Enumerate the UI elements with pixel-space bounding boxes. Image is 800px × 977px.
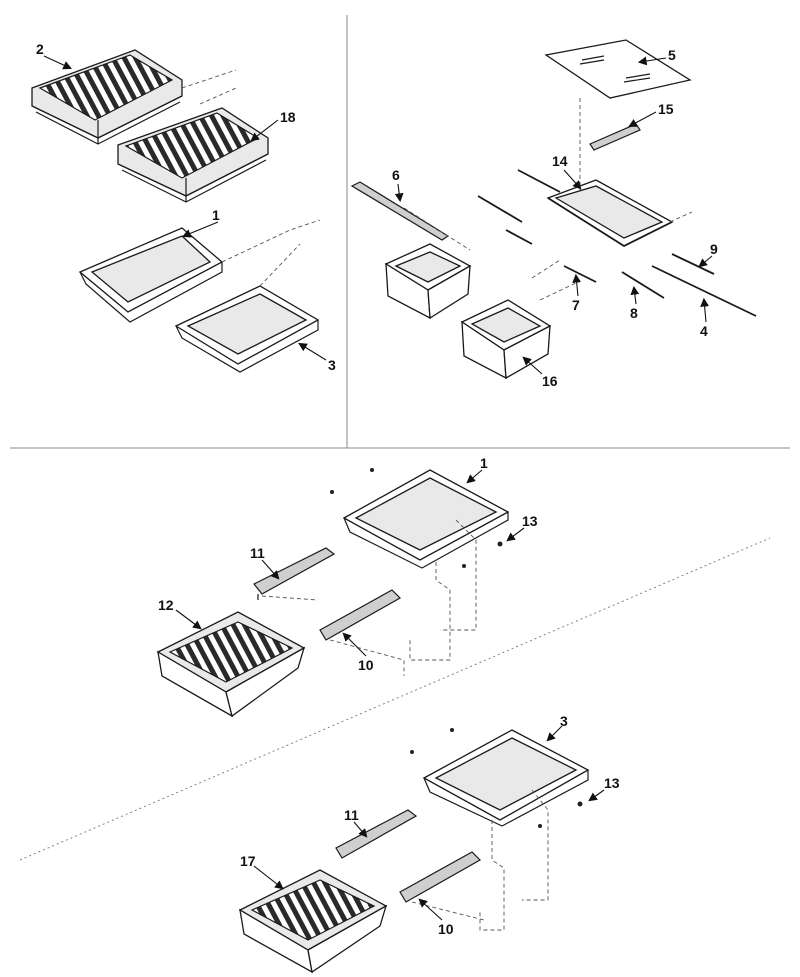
callout-6: 6 xyxy=(392,167,400,183)
callout-3: 3 xyxy=(328,357,336,373)
slide-rail-10-top xyxy=(319,589,401,641)
callout-labels: 2 18 1 3 5 15 14 6 9 7 8 4 16 1 13 11 12… xyxy=(36,41,718,937)
callout-11-bottom: 11 xyxy=(344,807,359,823)
rails-6-7-8-9-4 xyxy=(350,169,757,317)
callout-14: 14 xyxy=(552,153,568,169)
dashed-guides-set2 xyxy=(411,789,549,931)
crisper-drawer-2 xyxy=(31,49,183,145)
deli-drawer-left xyxy=(384,243,472,320)
callout-15: 15 xyxy=(658,101,674,117)
drawer-cover-1-top xyxy=(78,227,224,323)
dashed-guides-top-left xyxy=(181,69,321,287)
dashed-guides-top-right xyxy=(403,98,693,301)
callout-10: 10 xyxy=(358,657,374,673)
crisper-pan-17 xyxy=(238,869,388,974)
drawer-cover-3-bottom xyxy=(410,728,590,828)
callout-17: 17 xyxy=(240,853,256,869)
callout-9: 9 xyxy=(710,241,718,257)
glass-shelf-5 xyxy=(544,39,692,99)
callout-13-bottom: 13 xyxy=(604,775,620,791)
section-dividers xyxy=(10,15,790,861)
callout-16: 16 xyxy=(542,373,558,389)
leader-lines xyxy=(43,55,713,921)
callout-8: 8 xyxy=(630,305,638,321)
shelf-bracket-15 xyxy=(589,123,641,151)
callout-7: 7 xyxy=(572,297,580,313)
callout-1: 1 xyxy=(212,207,220,223)
callout-11: 11 xyxy=(250,545,265,561)
drawer-cover-1-bottom xyxy=(330,468,510,569)
slide-rail-10-bottom xyxy=(399,851,481,903)
callout-18: 18 xyxy=(280,109,296,125)
callout-2: 2 xyxy=(36,41,44,57)
slide-rail-11-top xyxy=(253,547,336,600)
dashed-guides-set1 xyxy=(261,519,477,676)
drawer-cover-3-top xyxy=(174,285,320,373)
crisper-drawer-18 xyxy=(117,107,269,203)
crisper-pan-12 xyxy=(156,611,306,718)
callout-13: 13 xyxy=(522,513,538,529)
shelf-frame-14 xyxy=(546,179,674,248)
callout-4: 4 xyxy=(700,323,708,339)
callout-5: 5 xyxy=(668,47,676,63)
callout-12: 12 xyxy=(158,597,174,613)
callout-10-bottom: 10 xyxy=(438,921,454,937)
slide-rail-11-bottom xyxy=(335,809,418,859)
deli-drawer-16 xyxy=(460,299,552,380)
callout-1-bottom: 1 xyxy=(480,455,488,471)
callout-3-bottom: 3 xyxy=(560,713,568,729)
